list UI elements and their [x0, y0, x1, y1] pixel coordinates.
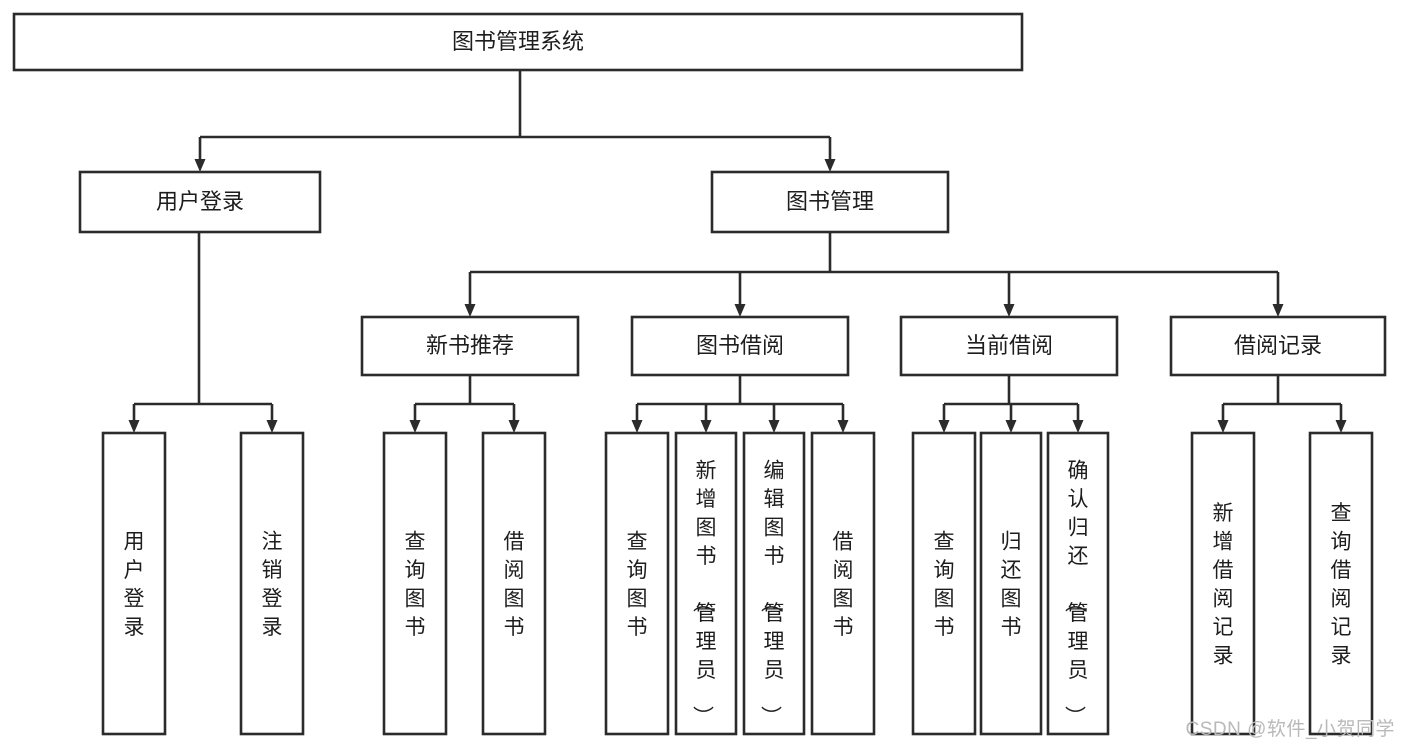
node-label: 当前借阅: [965, 333, 1053, 358]
arrow-head-icon: [631, 420, 643, 433]
arrow-head-icon: [1003, 304, 1015, 317]
node-box[interactable]: [12, 12, 1024, 72]
arrow-head-icon: [1217, 420, 1229, 433]
arrow-head-icon: [464, 304, 476, 317]
node-label: 借阅图书: [504, 531, 525, 640]
connector-group-newbook: [409, 375, 520, 433]
node-label: 新书推荐: [426, 333, 514, 358]
node-box[interactable]: [239, 431, 305, 736]
connector-group-records: [1217, 375, 1347, 433]
node-box[interactable]: [382, 431, 448, 736]
node-current[interactable]: 当前借阅: [899, 315, 1119, 377]
arrow-head-icon: [824, 159, 836, 172]
node-label: 图书管理: [786, 189, 874, 214]
node-label: 图书管理系统: [452, 29, 584, 54]
node-box[interactable]: [899, 315, 1119, 377]
connector-layer: [128, 70, 1347, 433]
node-box[interactable]: [78, 170, 322, 234]
node-box[interactable]: [710, 170, 950, 234]
node-root[interactable]: 图书管理系统: [12, 12, 1024, 72]
node-box[interactable]: [1190, 431, 1256, 736]
connector-group-root: [194, 70, 836, 172]
node-label: 查询图书: [627, 531, 648, 640]
arrow-head-icon: [768, 420, 780, 433]
arrow-head-icon: [734, 304, 746, 317]
node-leaf-records-query[interactable]: 查询借阅记录: [1308, 431, 1374, 736]
node-login[interactable]: 用户登录: [78, 170, 322, 234]
node-leaf-borrow-lend[interactable]: 借阅图书: [810, 431, 876, 736]
node-leaf-current-query[interactable]: 查询图书: [911, 431, 977, 736]
arrow-head-icon: [128, 420, 140, 433]
node-label: 归还图书: [1001, 531, 1022, 640]
node-label: 借阅记录: [1234, 333, 1322, 358]
node-label: 新增借阅记录: [1213, 502, 1234, 668]
node-leaf-current-confirm[interactable]: 确认归还（管理员）: [1046, 431, 1110, 736]
connector-group-login: [128, 232, 278, 433]
node-newbook[interactable]: 新书推荐: [360, 315, 580, 377]
connector-group-bookmgmt: [464, 232, 1284, 317]
node-label: 查询图书: [934, 531, 955, 640]
node-label: 新增图书（管理员）: [691, 459, 717, 726]
node-leaf-user-login[interactable]: 用户登录: [101, 431, 167, 736]
node-box[interactable]: [360, 315, 580, 377]
node-box[interactable]: [810, 431, 876, 736]
node-bookmgmt[interactable]: 图书管理: [710, 170, 950, 234]
arrow-head-icon: [266, 420, 278, 433]
node-layer: 图书管理系统用户登录图书管理新书推荐图书借阅当前借阅借阅记录用户登录注销登录查询…: [12, 12, 1387, 736]
node-leaf-borrow-edit[interactable]: 编辑图书（管理员）: [742, 431, 806, 736]
connector-group-borrow: [631, 375, 849, 433]
arrow-head-icon: [409, 420, 421, 433]
node-box[interactable]: [911, 431, 977, 736]
node-label: 借阅图书: [833, 531, 854, 640]
node-box[interactable]: [742, 431, 806, 736]
node-label: 图书借阅: [696, 333, 784, 358]
arrow-head-icon: [938, 420, 950, 433]
node-label: 查询图书: [405, 531, 426, 640]
arrow-head-icon: [508, 420, 520, 433]
node-records[interactable]: 借阅记录: [1169, 315, 1387, 377]
node-box[interactable]: [1169, 315, 1387, 377]
arrow-head-icon: [1335, 420, 1347, 433]
node-label: 用户登录: [156, 189, 244, 214]
node-box[interactable]: [604, 431, 670, 736]
node-label: 编辑图书（管理员）: [759, 459, 785, 726]
connector-group-current: [938, 375, 1084, 433]
node-leaf-borrow-add[interactable]: 新增图书（管理员）: [674, 431, 738, 736]
node-leaf-records-add[interactable]: 新增借阅记录: [1190, 431, 1256, 736]
arrow-head-icon: [1072, 420, 1084, 433]
arrow-head-icon: [1272, 304, 1284, 317]
node-leaf-newbook-borrow[interactable]: 借阅图书: [481, 431, 547, 736]
node-label: 确认归还（管理员）: [1063, 459, 1089, 726]
arrow-head-icon: [194, 159, 206, 172]
node-box[interactable]: [674, 431, 738, 736]
node-box[interactable]: [979, 431, 1043, 736]
node-leaf-newbook-query[interactable]: 查询图书: [382, 431, 448, 736]
node-leaf-current-return[interactable]: 归还图书: [979, 431, 1043, 736]
node-leaf-logout[interactable]: 注销登录: [239, 431, 305, 736]
node-box[interactable]: [481, 431, 547, 736]
node-leaf-borrow-query[interactable]: 查询图书: [604, 431, 670, 736]
arrow-head-icon: [837, 420, 849, 433]
arrow-head-icon: [1005, 420, 1017, 433]
node-box[interactable]: [1046, 431, 1110, 736]
node-box[interactable]: [630, 315, 850, 377]
node-borrow[interactable]: 图书借阅: [630, 315, 850, 377]
node-label: 注销登录: [262, 531, 283, 640]
node-box[interactable]: [1308, 431, 1374, 736]
node-label: 用户登录: [124, 531, 145, 640]
node-label: 查询借阅记录: [1331, 502, 1352, 668]
arrow-head-icon: [700, 420, 712, 433]
node-box[interactable]: [101, 431, 167, 736]
